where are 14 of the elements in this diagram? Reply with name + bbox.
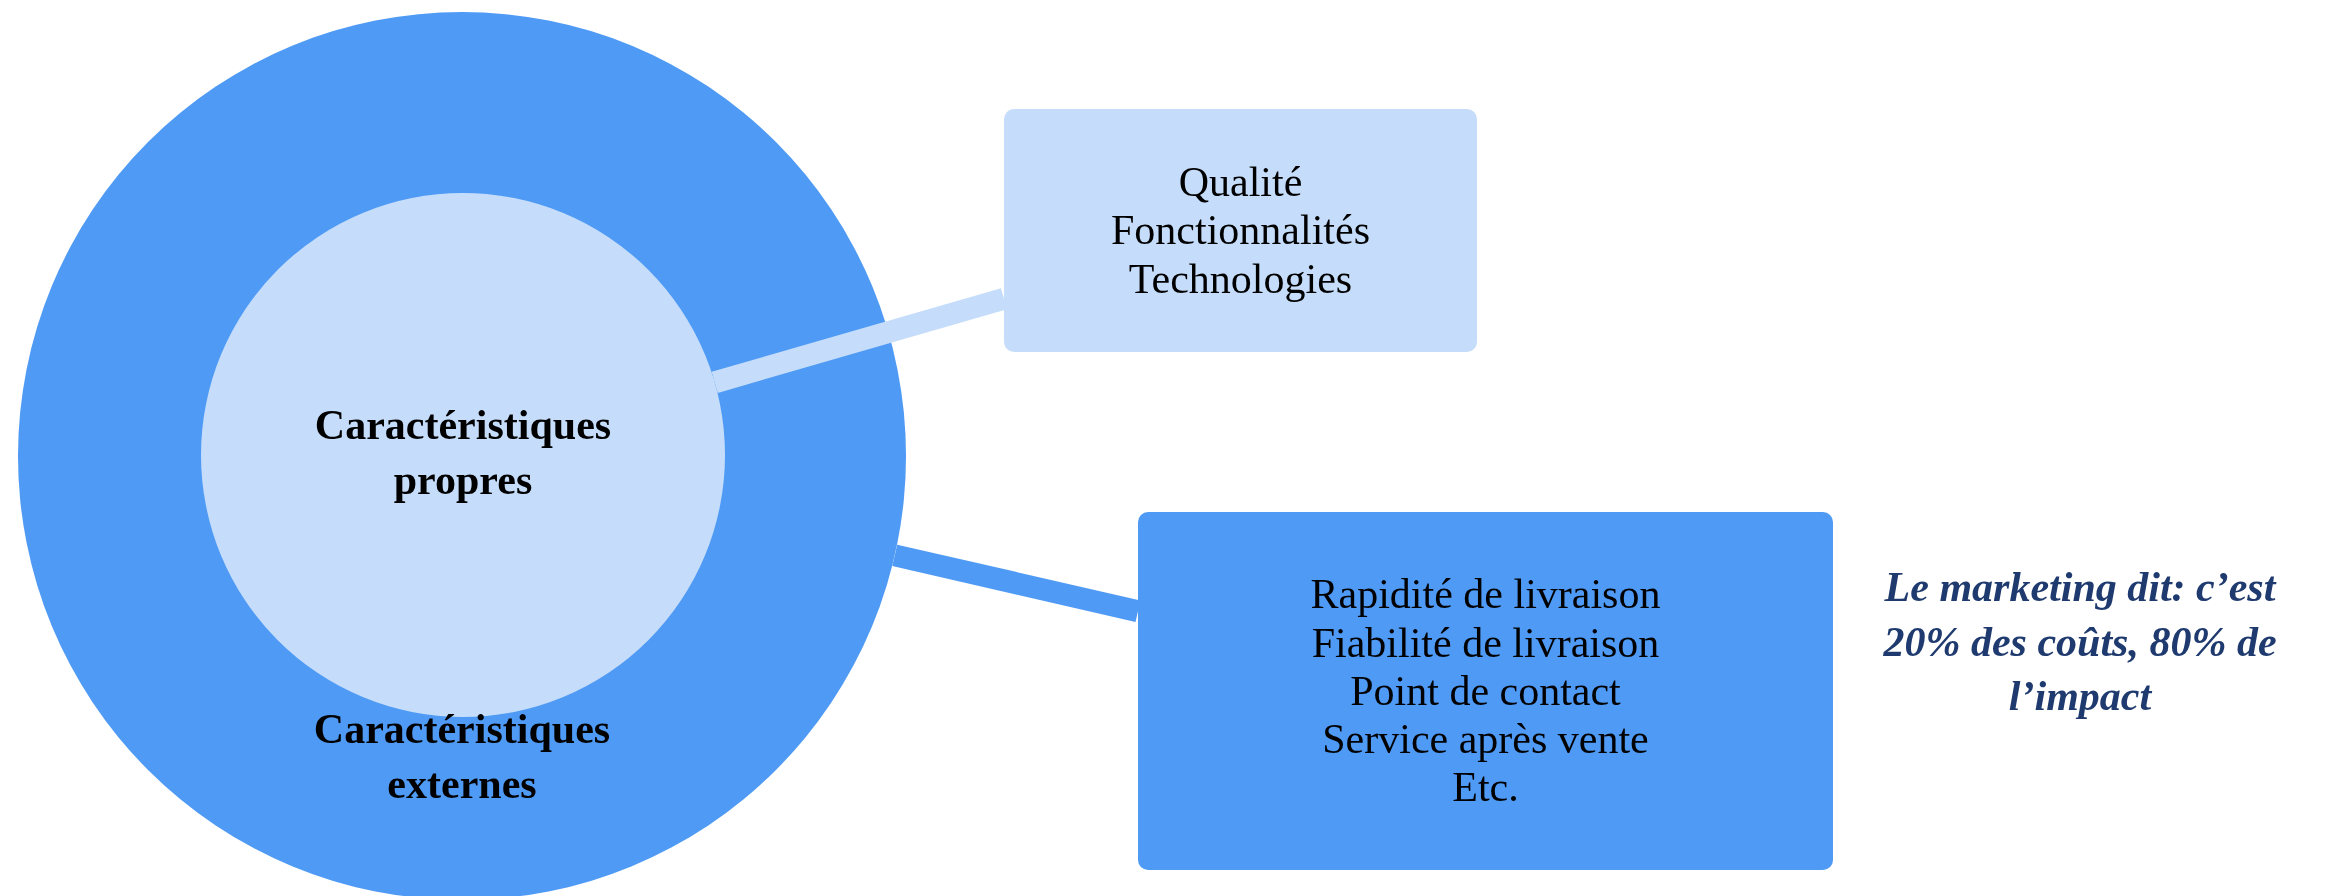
list-item: Fonctionnalités: [1111, 206, 1370, 255]
list-item: Etc.: [1452, 763, 1519, 812]
list-item: Rapidité de livraison: [1310, 570, 1661, 619]
circle-label: Caractéristiques externes: [312, 705, 612, 809]
list-item: Service après vente: [1322, 715, 1649, 764]
connector-line: [892, 544, 1141, 622]
list-item: Point de contact: [1350, 666, 1621, 716]
note-text: Le marketing dit: c’est 20% des coûts, 80% de l’impact: [1882, 563, 2278, 722]
text-box: [1004, 109, 1477, 352]
text-box: [1138, 512, 1833, 870]
list-item: Technologies: [1128, 254, 1353, 303]
circle-label: Caractéristiques propres: [313, 401, 613, 505]
list-item: Qualité: [1178, 158, 1303, 207]
list-item: Fiabilité de livraison: [1311, 618, 1660, 667]
